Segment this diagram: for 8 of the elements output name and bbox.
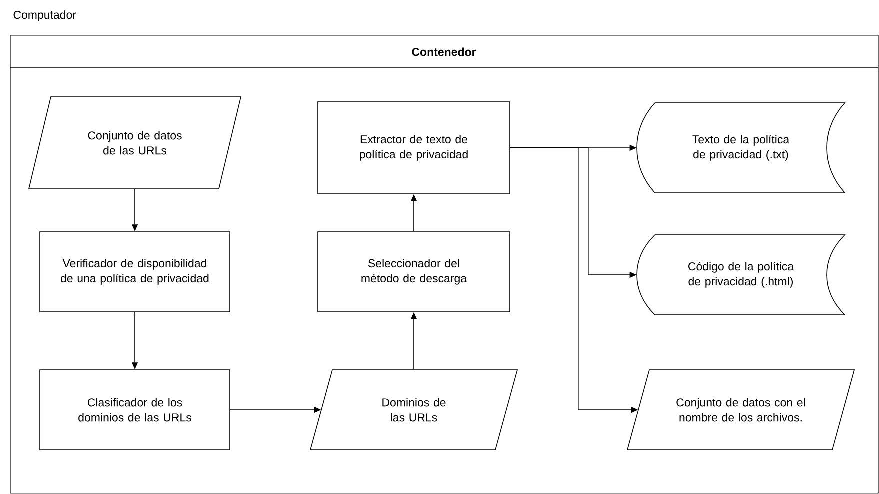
process-box: Verificador de disponibilidad de una política de privacidad — [40, 232, 230, 312]
process-box: Seleccionador del método de descarga — [318, 232, 510, 312]
caption-text: Computador — [14, 10, 76, 22]
data-parallelogram: Conjunto de datos de las URLs — [28, 96, 242, 190]
stored-data-shape: Texto de la política de privacidad (.txt) — [636, 102, 846, 194]
process-box: Extractor de texto de política de privacidad — [318, 102, 510, 194]
stored-data-shape: Código de la política de privacidad (.html) — [636, 234, 846, 316]
process-box: Clasificador de los dominios de las URLs — [40, 370, 230, 450]
